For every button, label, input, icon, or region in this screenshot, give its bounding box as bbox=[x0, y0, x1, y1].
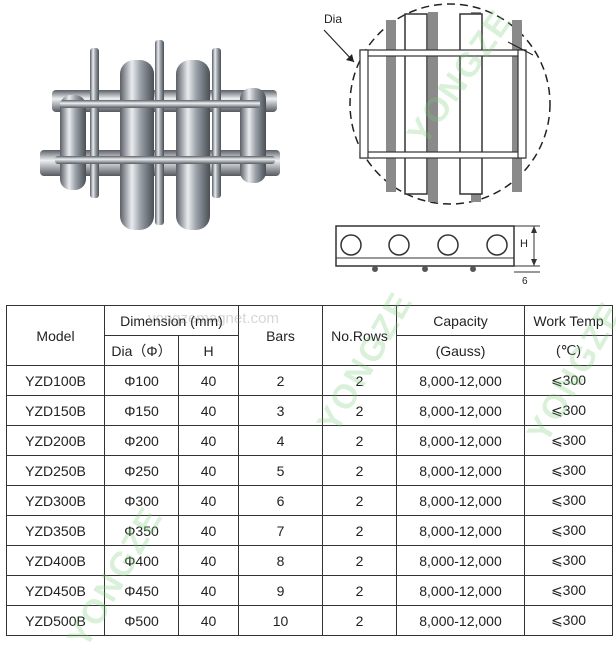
cell-bars: 4 bbox=[238, 425, 323, 456]
cell-dia: Φ200 bbox=[104, 425, 179, 456]
cell-capacity: 8,000-12,000 bbox=[396, 545, 525, 576]
cell-temp: ⩽300 bbox=[524, 575, 613, 606]
cell-temp: ⩽300 bbox=[524, 365, 613, 396]
cell-dia: Φ150 bbox=[104, 395, 179, 426]
cell-capacity: 8,000-12,000 bbox=[396, 485, 525, 516]
cell-temp: ⩽300 bbox=[524, 455, 613, 486]
cell-dia: Φ100 bbox=[104, 365, 179, 396]
magnetic-grate-image bbox=[40, 40, 280, 230]
cell-bars: 6 bbox=[238, 485, 323, 516]
cell-rows: 2 bbox=[322, 515, 397, 546]
cell-temp: ⩽300 bbox=[524, 515, 613, 546]
header-model: Model bbox=[6, 305, 105, 366]
header-rows: No.Rows bbox=[322, 305, 397, 366]
cell-h: 40 bbox=[178, 515, 239, 546]
cell-model: YZD100B bbox=[6, 365, 105, 396]
cell-capacity: 8,000-12,000 bbox=[396, 365, 525, 396]
cell-dia: Φ500 bbox=[104, 605, 179, 636]
cell-temp: ⩽300 bbox=[524, 485, 613, 516]
cell-h: 40 bbox=[178, 455, 239, 486]
header-temp-unit: (℃) bbox=[524, 335, 613, 366]
cell-rows: 2 bbox=[322, 455, 397, 486]
cell-h: 40 bbox=[178, 365, 239, 396]
cell-bars: 5 bbox=[238, 455, 323, 486]
header-bars: Bars bbox=[238, 305, 323, 366]
h-label: H bbox=[520, 238, 528, 250]
cell-rows: 2 bbox=[322, 545, 397, 576]
cell-dia: Φ300 bbox=[104, 485, 179, 516]
cell-model: YZD350B bbox=[6, 515, 105, 546]
cell-h: 40 bbox=[178, 425, 239, 456]
cell-rows: 2 bbox=[322, 575, 397, 606]
cell-rows: 2 bbox=[322, 365, 397, 396]
header-capacity: Capacity bbox=[396, 305, 525, 336]
cell-model: YZD450B bbox=[6, 575, 105, 606]
header-row-2: Dia（Φ） H (Gauss) (℃) bbox=[7, 335, 613, 366]
dimension-drawing bbox=[323, 3, 551, 273]
cell-bars: 9 bbox=[238, 575, 323, 606]
cell-dia: Φ250 bbox=[104, 455, 179, 486]
cell-capacity: 8,000-12,000 bbox=[396, 515, 525, 546]
thickness-label: 6 bbox=[522, 276, 528, 287]
header-h: H bbox=[178, 335, 239, 366]
header-row-1: Model Dimension (mm) Bars No.Rows Capaci… bbox=[6, 305, 613, 366]
cell-capacity: 8,000-12,000 bbox=[396, 395, 525, 426]
header-dia: Dia（Φ） bbox=[104, 335, 179, 366]
dia-label: Dia bbox=[324, 12, 343, 26]
cell-bars: 8 bbox=[238, 545, 323, 576]
cell-model: YZD200B bbox=[6, 425, 105, 456]
cell-rows: 2 bbox=[322, 395, 397, 426]
cell-dia: Φ450 bbox=[104, 575, 179, 606]
cell-h: 40 bbox=[178, 575, 239, 606]
cell-h: 40 bbox=[178, 485, 239, 516]
spec-table: Model Dimension (mm) Bars No.Rows Capaci… bbox=[6, 305, 613, 636]
cell-h: 40 bbox=[178, 605, 239, 636]
cell-bars: 10 bbox=[238, 605, 323, 636]
technical-drawing: Dia H 6 bbox=[308, 0, 616, 300]
cell-bars: 3 bbox=[238, 395, 323, 426]
cell-h: 40 bbox=[178, 545, 239, 576]
header-work-temp: Work Temp bbox=[524, 305, 613, 336]
cell-model: YZD250B bbox=[6, 455, 105, 486]
spec-table-container: Model Dimension (mm) Bars No.Rows Capaci… bbox=[6, 305, 613, 636]
cell-temp: ⩽300 bbox=[524, 605, 613, 636]
cell-capacity: 8,000-12,000 bbox=[396, 605, 525, 636]
cell-temp: ⩽300 bbox=[524, 395, 613, 426]
cell-bars: 2 bbox=[238, 365, 323, 396]
cell-dia: Φ350 bbox=[104, 515, 179, 546]
cell-rows: 2 bbox=[322, 425, 397, 456]
cell-model: YZD150B bbox=[6, 395, 105, 426]
cell-rows: 2 bbox=[322, 485, 397, 516]
product-photo bbox=[0, 0, 308, 300]
cell-temp: ⩽300 bbox=[524, 545, 613, 576]
cell-model: YZD500B bbox=[6, 605, 105, 636]
header-capacity-unit: (Gauss) bbox=[396, 335, 525, 366]
cell-dia: Φ400 bbox=[104, 545, 179, 576]
cell-model: YZD400B bbox=[6, 545, 105, 576]
cell-h: 40 bbox=[178, 395, 239, 426]
cell-capacity: 8,000-12,000 bbox=[396, 455, 525, 486]
cell-capacity: 8,000-12,000 bbox=[396, 575, 525, 606]
header-dimension: Dimension (mm) bbox=[104, 305, 239, 336]
cell-model: YZD300B bbox=[6, 485, 105, 516]
cell-capacity: 8,000-12,000 bbox=[396, 425, 525, 456]
cell-bars: 7 bbox=[238, 515, 323, 546]
cell-rows: 2 bbox=[322, 605, 397, 636]
cell-temp: ⩽300 bbox=[524, 425, 613, 456]
